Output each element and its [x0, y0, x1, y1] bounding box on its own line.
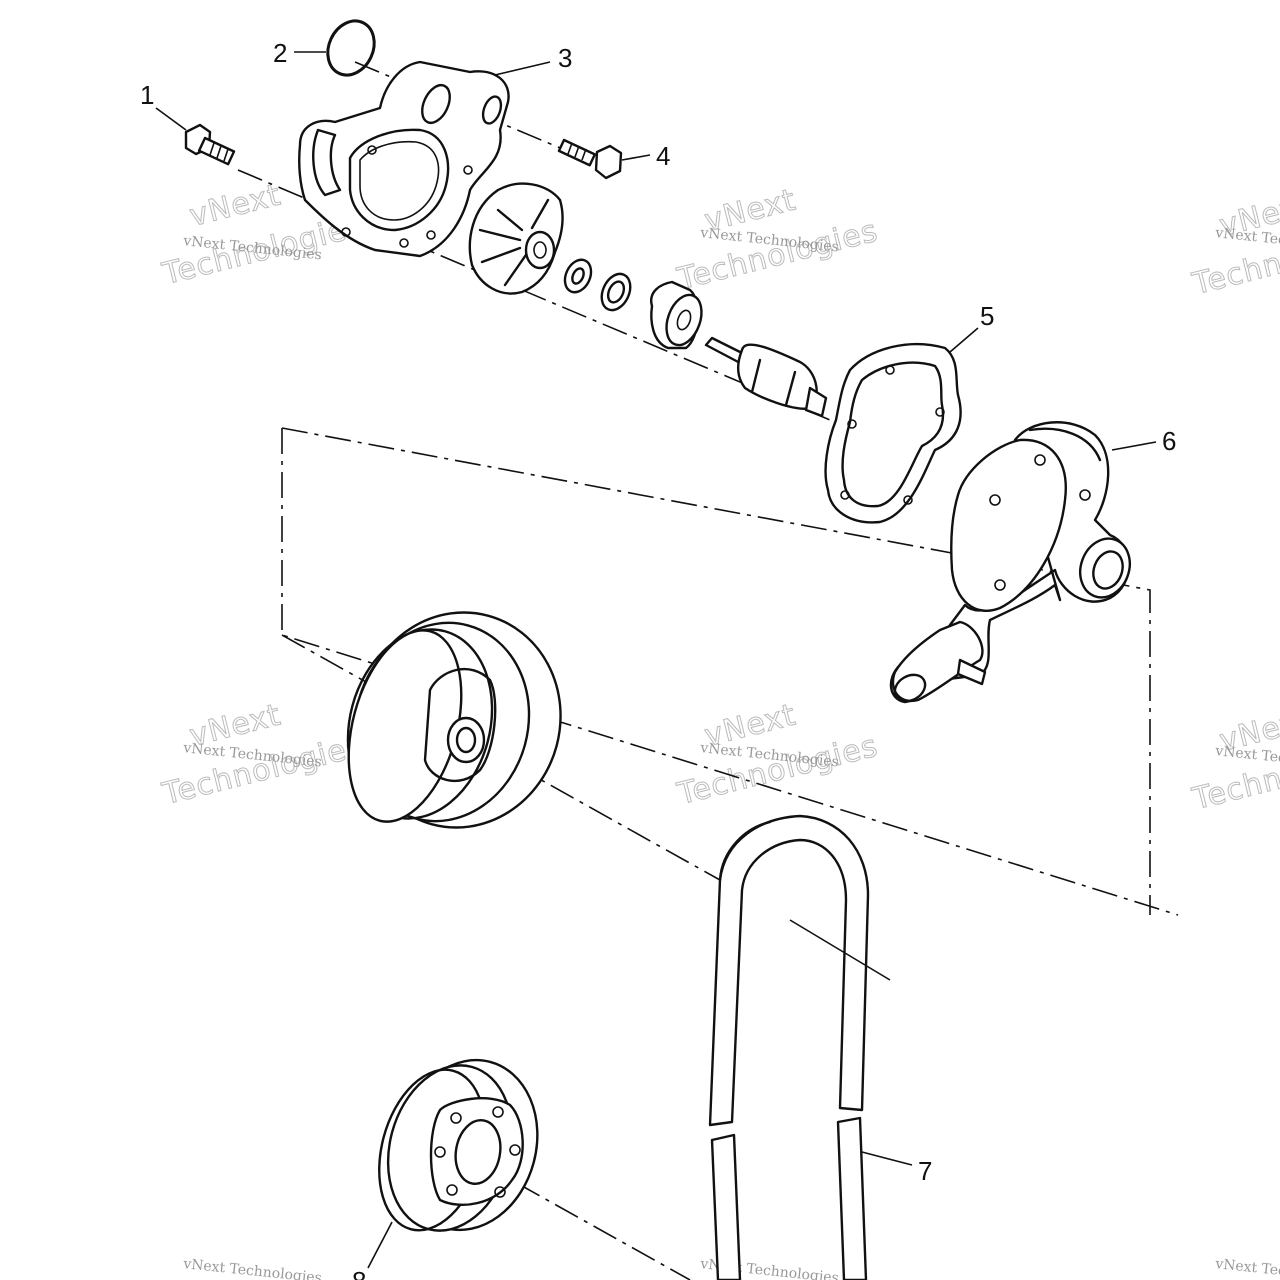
pump-shaft — [704, 336, 828, 418]
belt-leader-line — [789, 919, 891, 981]
watermark-company: vNext Technologies — [182, 1256, 323, 1280]
callout-6: 6 — [1162, 426, 1176, 456]
pump-body-part-6 — [889, 421, 1131, 704]
frame-line — [281, 428, 1179, 916]
callout-8: 8 — [352, 1266, 366, 1280]
callout-labels: 1 2 3 4 5 6 7 8 — [140, 38, 1176, 1280]
watermark-company: vNext Technologies — [1214, 1256, 1280, 1280]
o-ring-part-2 — [326, 19, 376, 77]
pulley-axis-line — [281, 634, 721, 881]
callout-7: 7 — [918, 1156, 932, 1186]
seal-stack — [563, 258, 703, 350]
bolt-part-4 — [557, 138, 623, 180]
gasket-part-5 — [824, 342, 962, 524]
callout-5: 5 — [980, 301, 994, 331]
leader-lines — [155, 51, 1157, 1269]
watermark-brand: vNext — [186, 177, 284, 233]
crankshaft-pulley-part-8 — [378, 1058, 539, 1232]
pump-cover-part-3 — [298, 60, 510, 258]
callout-3: 3 — [558, 43, 572, 73]
water-pump-pulley — [346, 611, 562, 829]
drive-belt-part-7 — [708, 814, 891, 1280]
callout-2: 2 — [273, 38, 287, 68]
frame-line — [281, 427, 1151, 915]
callout-4: 4 — [656, 141, 670, 171]
bolt-part-1 — [184, 123, 236, 166]
callout-1: 1 — [140, 80, 154, 110]
impeller — [468, 182, 564, 295]
